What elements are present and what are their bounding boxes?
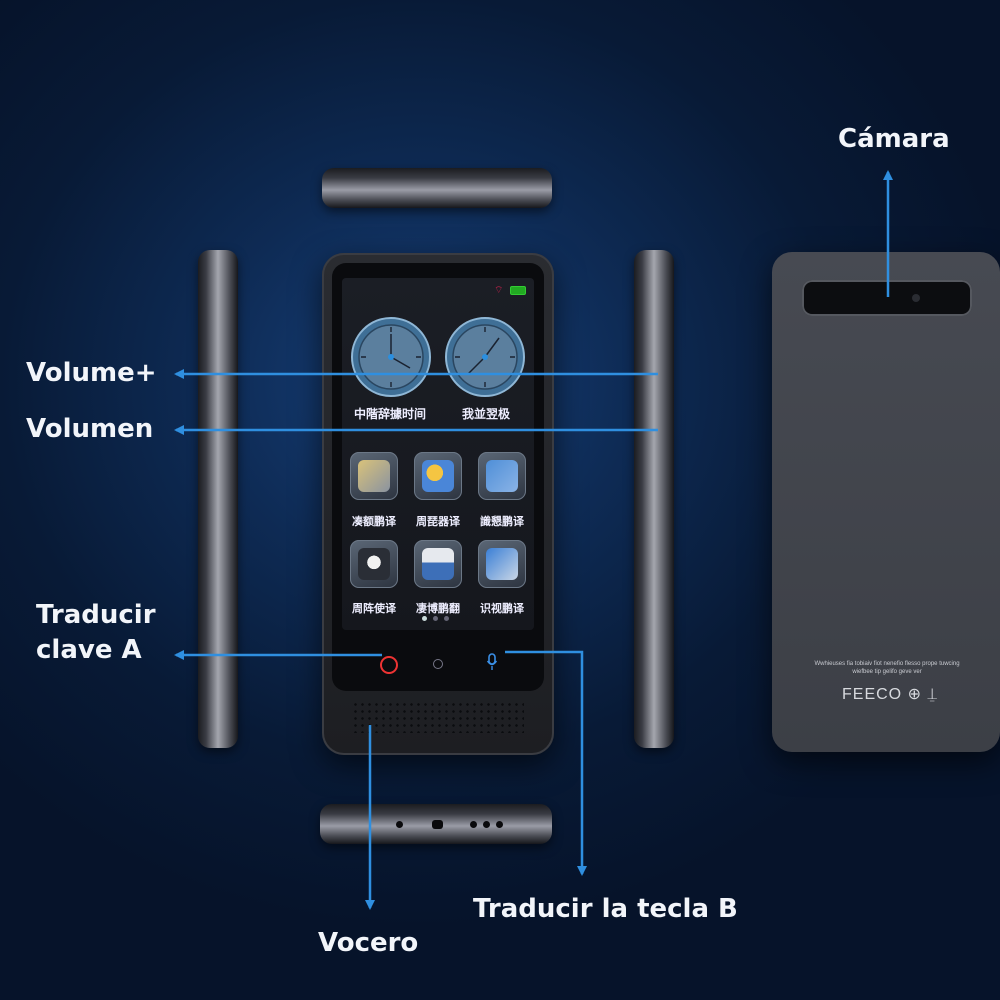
bottom-hole xyxy=(496,821,503,828)
battery-icon xyxy=(510,286,526,295)
headphones-icon xyxy=(358,548,390,580)
page-dot xyxy=(444,616,449,621)
clock-face-icon xyxy=(445,317,525,397)
app-label-6: 识视鹏译 xyxy=(480,603,524,615)
page-dot xyxy=(433,616,438,621)
home-screen: ⌔ xyxy=(342,278,534,630)
device-bottom-edge xyxy=(320,804,552,844)
translate-key-a-button[interactable] xyxy=(380,656,398,674)
device-top-edge xyxy=(322,168,552,208)
camera-translate-icon xyxy=(422,548,454,580)
label-traducir-a-line2: clave A xyxy=(36,635,142,666)
clock-left-label: 中階辞據时间 xyxy=(353,407,426,421)
speaker-grille xyxy=(352,701,524,733)
app-label-3: 識懇鹏译 xyxy=(480,516,524,528)
device-right-side xyxy=(634,250,674,748)
device-front: ⌔ xyxy=(322,253,554,755)
app-label-5: 凄博鹏翻 xyxy=(416,603,460,615)
app-tile-4[interactable] xyxy=(350,540,398,588)
label-traducir-a: Traducir clave A xyxy=(36,598,156,668)
app-tile-2[interactable] xyxy=(414,452,462,500)
wifi-icon: ⌔ xyxy=(494,284,504,296)
usb-port xyxy=(432,820,443,829)
back-logo-text: FEECO ⊕ ⍊ xyxy=(842,686,939,703)
home-button[interactable] xyxy=(433,659,443,669)
label-vocero: Vocero xyxy=(318,928,419,958)
screen-bezel: ⌔ xyxy=(332,263,544,691)
app-tile-1[interactable] xyxy=(350,452,398,500)
page-indicator xyxy=(422,616,449,621)
clock-face-icon xyxy=(351,317,431,397)
app-label-1: 凑额鹏译 xyxy=(352,516,396,528)
microphone-icon[interactable] xyxy=(486,653,498,671)
clock-right-label: 我並翌极 xyxy=(461,407,510,421)
photo-translate-icon xyxy=(486,548,518,580)
bottom-hole xyxy=(483,821,490,828)
device-left-side xyxy=(198,250,238,748)
camera-lens-icon xyxy=(912,294,920,302)
bottom-hole xyxy=(396,821,403,828)
app-label-4: 周阵使译 xyxy=(352,603,396,615)
page-dot xyxy=(422,616,427,621)
label-traducir-a-line1: Traducir xyxy=(36,600,156,630)
globe-icon xyxy=(422,460,454,492)
bottom-hole xyxy=(470,821,477,828)
app-tile-6[interactable] xyxy=(478,540,526,588)
label-volumen: Volumen xyxy=(26,414,154,444)
status-bar: ⌔ xyxy=(494,284,526,296)
back-regulatory-text: Wwhieuses fia tobiaiv fiot nenefio fless… xyxy=(814,661,960,675)
translate-icon xyxy=(486,460,518,492)
app-tile-3[interactable] xyxy=(478,452,526,500)
clock-right[interactable] xyxy=(444,316,526,398)
clock-left[interactable] xyxy=(350,316,432,398)
app-label-2: 周琵器译 xyxy=(416,516,460,528)
document-icon xyxy=(358,460,390,492)
label-volume-plus: Volume+ xyxy=(26,358,157,388)
device-back: Wwhieuses fia tobiaiv fiot nenefio fless… xyxy=(772,252,1000,752)
label-traducir-b: Traducir la tecla B xyxy=(473,894,738,924)
camera-module xyxy=(802,280,972,316)
label-camara: Cámara xyxy=(838,124,950,154)
app-tile-5[interactable] xyxy=(414,540,462,588)
